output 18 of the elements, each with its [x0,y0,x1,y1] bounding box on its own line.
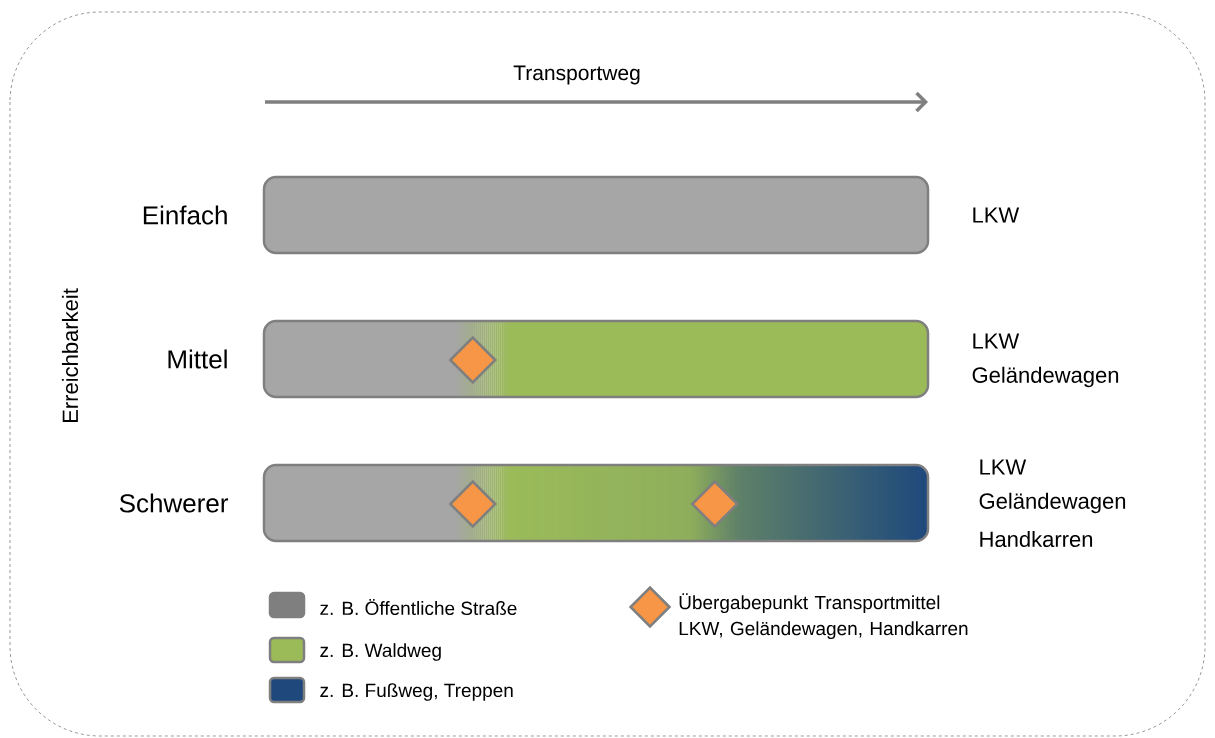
row-label: Einfach [143,205,227,225]
road-bar [262,463,930,543]
vehicle-label: LKW [980,459,1027,475]
vehicle-label: LKW [973,333,1020,349]
vehicle-label: Geländewagen [972,366,1119,388]
legend-text: z. B. Öffentliche Straße [320,598,517,616]
vehicle-label: LKW [973,207,1020,223]
legend-text: z. B. Fußweg, Treppen [320,683,513,701]
row-label: Mittel [168,349,227,369]
axis-label: Transportweg [513,65,640,85]
road-bar [262,319,930,399]
axis-label: Erreichbarkeit [61,288,79,423]
legend-text: z. B. Waldweg [320,643,441,661]
vehicle-label: Geländewagen [979,492,1126,514]
vehicle-label: Handkarren [980,530,1093,548]
legend-text: Übergabepunkt Transportmittel LKW, Geländewagen, Handkarren [679,593,968,640]
road-bar [262,175,930,255]
row-label: Schwerer [119,493,229,513]
